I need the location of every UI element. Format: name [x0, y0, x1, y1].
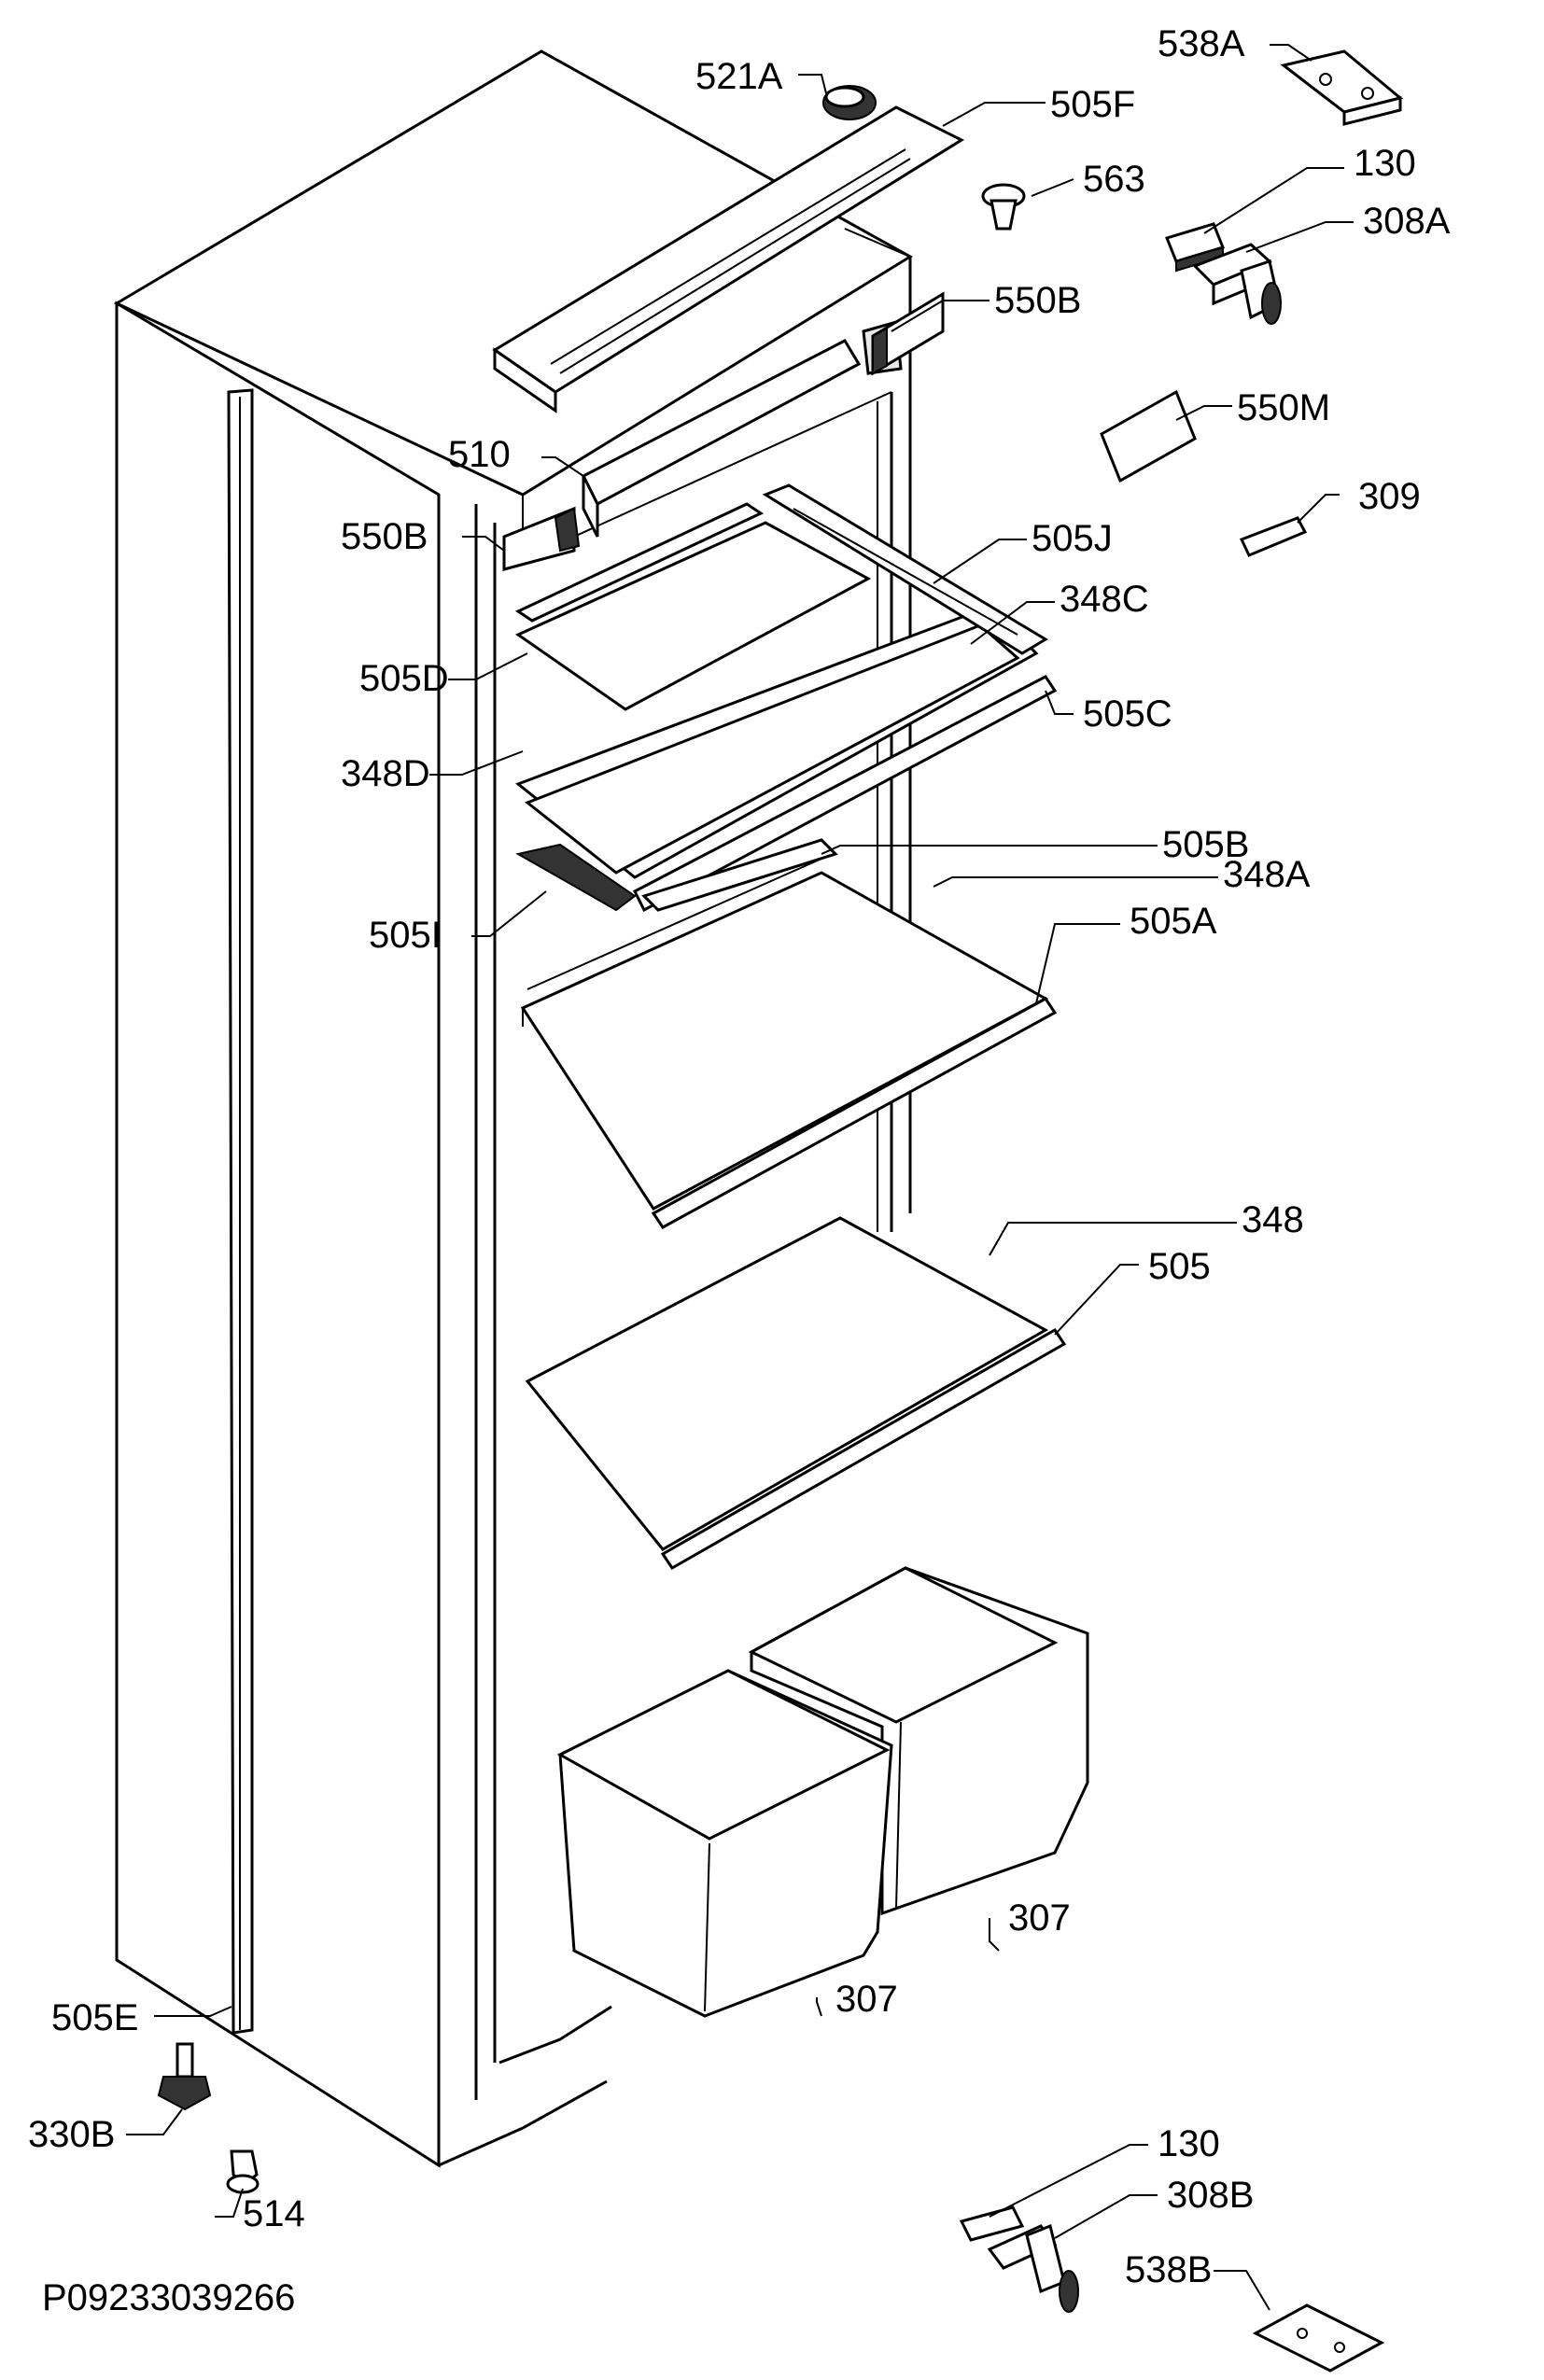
label-130-top: 130 [1354, 143, 1416, 184]
crisper-drawer-left-307 [556, 1669, 893, 2018]
hinge-538a [1280, 49, 1404, 126]
label-348a: 348A [1223, 854, 1311, 895]
label-307-left: 307 [835, 1979, 898, 2020]
label-348: 348 [1242, 1199, 1304, 1240]
part-521a-lamp-cap [822, 85, 877, 120]
drawing-number: P09233039266 [42, 2277, 295, 2318]
hinge-538b [1252, 2303, 1385, 2373]
label-538a: 538A [1158, 23, 1245, 64]
hinge-308b [987, 2223, 1079, 2313]
label-308a: 308A [1363, 201, 1451, 242]
shelf-348 [525, 1216, 1067, 1570]
label-550m: 550M [1237, 387, 1330, 428]
label-538b: 538B [1125, 2249, 1212, 2290]
top-rail-505f [492, 105, 965, 413]
part-labels: 521A 505F 538A 563 130 308A 550B 550M 30… [28, 23, 1451, 2290]
door-gasket-505e [227, 388, 254, 2035]
label-505: 505 [1148, 1246, 1211, 1287]
label-563: 563 [1083, 159, 1145, 200]
label-550b-right: 550B [994, 280, 1081, 321]
label-505j: 505J [1032, 518, 1113, 559]
part-563-plug [981, 183, 1026, 231]
part-130-bottom [959, 2205, 1025, 2242]
label-510: 510 [448, 434, 511, 475]
label-308b: 308B [1167, 2175, 1254, 2216]
label-505a: 505A [1130, 901, 1217, 942]
label-505c: 505C [1083, 693, 1172, 735]
label-505d: 505D [359, 658, 449, 699]
part-330b-foot [157, 2042, 212, 2111]
label-130-bottom: 130 [1158, 2123, 1220, 2164]
label-505e: 505E [51, 1997, 138, 2038]
label-514: 514 [243, 2193, 305, 2234]
label-309: 309 [1358, 476, 1421, 517]
label-330b: 330B [28, 2114, 115, 2155]
label-521a: 521A [695, 56, 783, 97]
label-505b: 505B [1162, 824, 1249, 865]
part-514-clip [226, 2149, 260, 2194]
leader-lines [126, 44, 1354, 2311]
hinge-308a [1192, 243, 1282, 325]
part-309 [1239, 516, 1308, 557]
part-550b-left [502, 506, 581, 571]
label-505i: 505I [369, 915, 442, 956]
shelf-top-348c-348d [514, 483, 1058, 913]
part-550m [1100, 389, 1197, 483]
part-550b-right [871, 291, 945, 376]
label-505f: 505F [1050, 84, 1135, 125]
label-348d: 348D [341, 753, 430, 794]
crisper-drawer-right-307 [748, 1566, 1089, 1916]
label-307-right: 307 [1008, 1897, 1071, 1939]
label-550b-left: 550B [341, 516, 428, 557]
part-130-top [1164, 222, 1226, 273]
shelf-348a [520, 858, 1058, 1229]
label-348c: 348C [1060, 579, 1149, 620]
